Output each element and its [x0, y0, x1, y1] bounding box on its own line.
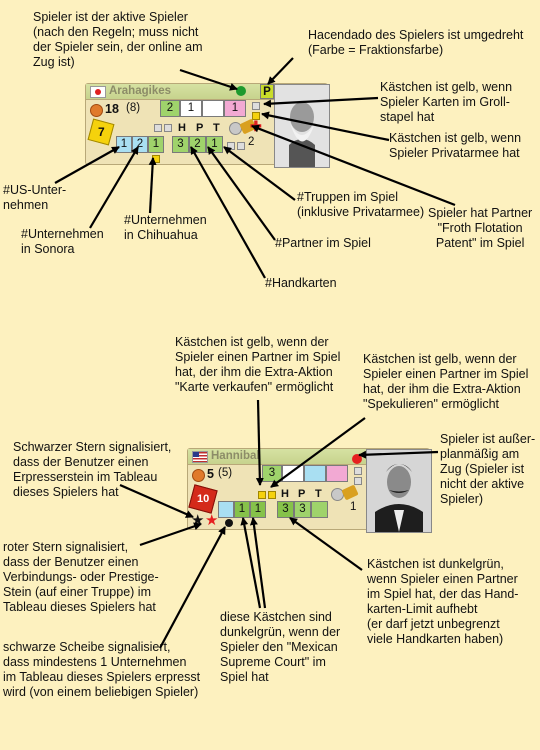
arrow-us-companies: [54, 146, 120, 184]
arrow-active-player: [179, 68, 238, 91]
chihuahua-companies-box: 1: [250, 501, 266, 518]
grudge-pile-indicator: [354, 467, 362, 475]
note-troops: #Truppen im Spiel (inklusive Privatarmee…: [297, 190, 425, 219]
arrow-chihuahua: [148, 157, 157, 214]
note-sell-card: Kästchen ist gelb, wenn der Spieler eine…: [175, 335, 341, 394]
out-of-turn-dot: [352, 454, 362, 464]
us-companies-box: 1: [116, 136, 132, 153]
hidden-indicator-1: [154, 124, 162, 132]
cards-box-c: [326, 465, 348, 482]
col-label-p: P: [196, 122, 204, 134]
side-number: 1: [350, 501, 357, 513]
arrow-hand-cards: [190, 146, 266, 279]
sell-card-indicator: [258, 491, 266, 499]
note-chihuahua: #Unternehmen in Chihuahua: [124, 213, 207, 242]
hidden-indicator-2: [164, 124, 172, 132]
arrow-sonora: [89, 146, 139, 229]
note-froth-partner: Spieler hat Partner "Froth Flotation Pat…: [428, 206, 533, 250]
cards-box-c: 1: [224, 100, 246, 117]
arrow-black-star: [119, 483, 194, 519]
grudge-pile-indicator: [252, 102, 260, 110]
note-hand-cards: #Handkarten: [265, 276, 337, 290]
note-hacendado: Hacendado des Spielers ist umgedreht (Fa…: [308, 28, 524, 57]
note-private-army: Kästchen ist gelb, wenn Spieler Privatar…: [389, 131, 522, 160]
col-label-p: P: [298, 488, 306, 500]
player-portrait: [366, 449, 432, 533]
player-card-arahagikes: Arahagikes P 18 (8) 2 1 1 7 H P T ✚ 1 2 …: [85, 83, 330, 168]
note-out-of-turn: Spieler ist außer- planmäßig am Zug (Spi…: [440, 432, 536, 506]
partners-box: 3: [294, 501, 311, 518]
col-label-t: T: [213, 122, 220, 134]
money-extra: (8): [126, 102, 141, 114]
red-star-icon: ★: [205, 512, 219, 529]
note-active-player: Spieler ist der aktive Spieler (nach den…: [33, 10, 203, 69]
cards-box-blank: [304, 465, 326, 482]
arrow-partners: [207, 146, 276, 241]
col-label-h: H: [178, 122, 186, 134]
private-army-indicator: [354, 477, 362, 485]
arrow-troops: [223, 146, 296, 201]
arrow-froth: [251, 124, 456, 207]
arrow-speculate: [270, 417, 366, 488]
sonora-companies-box: 1: [234, 501, 250, 518]
arrow-sell-card: [255, 399, 264, 486]
note-sonora: #Unternehmen in Sonora: [21, 227, 104, 256]
player-card-hannibal: Hannibal 5 (5) 3 10 H P T 1 1 3 3 1 ★ ★: [187, 448, 432, 533]
arrow-supreme-court-2: [249, 517, 267, 609]
arrow-black-disc: [159, 526, 226, 649]
cards-box-a: 2: [160, 100, 180, 117]
arrow-hand-limit: [289, 517, 363, 571]
arrow-out-of-turn: [358, 450, 439, 459]
note-hand-limit: Kästchen ist dunkelgrün, wenn Spieler ei…: [367, 557, 519, 646]
note-speculate: Kästchen ist gelb, wenn der Spieler eine…: [363, 352, 529, 411]
player-name: Arahagikes: [109, 85, 172, 97]
us-companies-box: [218, 501, 234, 518]
money-icon: [192, 469, 205, 482]
arrow-grudge: [263, 96, 379, 108]
money-value: 5: [207, 467, 214, 481]
player-name: Hannibal: [211, 450, 260, 462]
japan-flag-icon: [90, 86, 106, 98]
note-red-star: roter Stern signalisiert, dass der Benut…: [3, 540, 159, 614]
speculate-indicator: [268, 491, 276, 499]
money-extra: (5): [218, 467, 233, 479]
money-icon: [90, 104, 103, 117]
cards-box-b: [282, 465, 304, 482]
hand-cards-box: 3: [172, 136, 189, 153]
black-disc-icon: [225, 519, 233, 527]
note-partners: #Partner im Spiel: [275, 236, 371, 250]
note-black-star: Schwarzer Stern signalisiert, dass der B…: [13, 440, 172, 499]
note-us-companies: #US-Unter- nehmen: [3, 183, 67, 212]
note-supreme-court: diese Kästchen sind dunkelgrün, wenn der…: [220, 610, 341, 684]
col-label-h: H: [281, 488, 289, 500]
cards-box-b: 1: [180, 100, 202, 117]
arrow-private-army: [261, 111, 390, 142]
hacendado-box: P: [260, 84, 274, 99]
money-value: 18: [105, 102, 119, 116]
col-label-t: T: [315, 488, 322, 500]
private-army-indicator: [252, 112, 260, 120]
arrow-supreme-court: [240, 517, 262, 609]
side-number: 2: [248, 136, 255, 148]
arrow-red-star: [139, 522, 202, 547]
hand-cards-box: 3: [277, 501, 294, 518]
note-grudge-cards: Kästchen ist gelb, wenn Spieler Karten i…: [380, 80, 513, 124]
note-black-disc: schwarze Scheibe signalisiert, dass mind…: [3, 640, 201, 699]
active-player-dot: [236, 86, 246, 96]
us-flag-icon: [192, 451, 208, 463]
arrow-hacendado: [267, 57, 294, 85]
cards-box-blank: [202, 100, 224, 117]
chihuahua-companies-box: 1: [148, 136, 164, 153]
troops-box: [311, 501, 328, 518]
empty-slot-2: [237, 142, 245, 150]
